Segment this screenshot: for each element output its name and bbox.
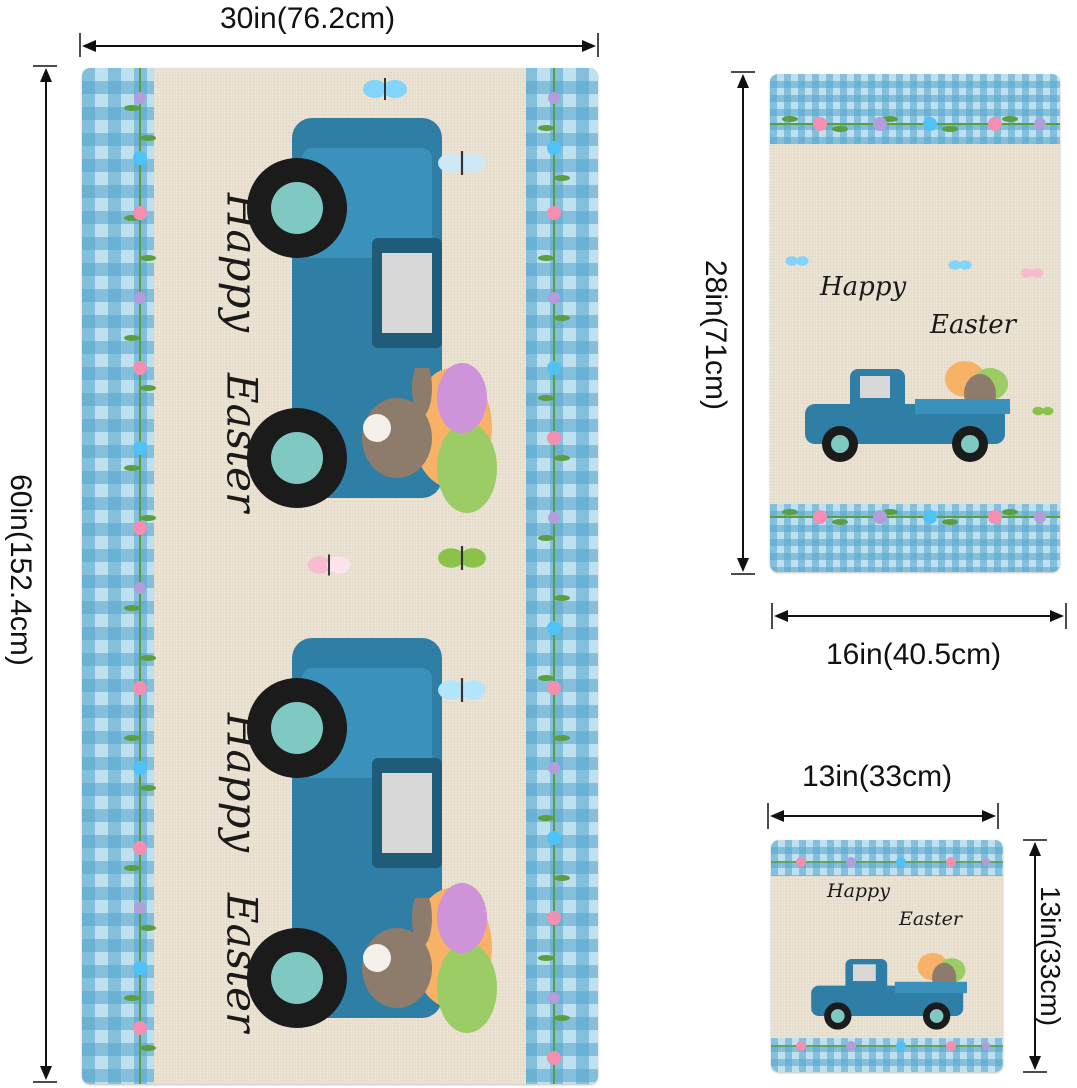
table-runner: Happy Easter Happy Easter [82, 68, 598, 1084]
square-bottom-border [771, 1038, 1003, 1072]
square-greeting-easter: Easter [899, 908, 962, 930]
bunny-icon [362, 898, 432, 1008]
mat-width-label: 16in(40.5cm) [826, 638, 1002, 671]
runner-left-vine [124, 68, 156, 1084]
mat-bottom-vine [770, 509, 1060, 525]
square-width-arrow [767, 803, 999, 829]
bunny-icon [362, 368, 432, 478]
square-top-vine [771, 857, 1003, 867]
mat-greeting-happy: Happy [820, 272, 907, 302]
butterfly-icon [785, 256, 809, 266]
runner-right-vine [538, 68, 570, 1084]
mat-height-arrow [731, 71, 755, 575]
butterfly-icon [363, 78, 407, 100]
mat-height-label: 28in(71cm) [699, 259, 732, 411]
butterfly-icon [948, 260, 972, 270]
mat-top-border [770, 74, 1060, 144]
square-top-border [771, 840, 1003, 876]
butterfly-icon [438, 678, 486, 702]
square-height-arrow [1023, 839, 1047, 1073]
runner-height-label: 60in(152.4cm) [4, 474, 37, 666]
butterfly-icon [1032, 406, 1054, 416]
truck-icon [811, 952, 967, 1030]
square-width-label: 13in(33cm) [802, 760, 953, 793]
butterfly-icon [438, 151, 486, 175]
door-mat: Happy Easter [770, 74, 1060, 572]
mat-width-arrow [771, 603, 1067, 629]
square-height-label: 13in(33cm) [1035, 885, 1066, 1027]
square-greeting-happy: Happy [827, 880, 890, 902]
runner-height-arrow [33, 65, 57, 1083]
runner-width-label: 30in(76.2cm) [220, 2, 396, 35]
square-bottom-vine [771, 1041, 1003, 1051]
butterfly-icon [1020, 268, 1044, 278]
square-cover: Happy Easter [771, 840, 1003, 1072]
truck-icon [247, 638, 497, 1033]
mat-top-vine [770, 116, 1060, 132]
truck-icon [805, 361, 1010, 462]
butterfly-icon [307, 554, 351, 576]
mat-greeting-easter: Easter [930, 310, 1017, 340]
butterfly-icon [438, 546, 486, 570]
runner-width-arrow [79, 33, 599, 57]
